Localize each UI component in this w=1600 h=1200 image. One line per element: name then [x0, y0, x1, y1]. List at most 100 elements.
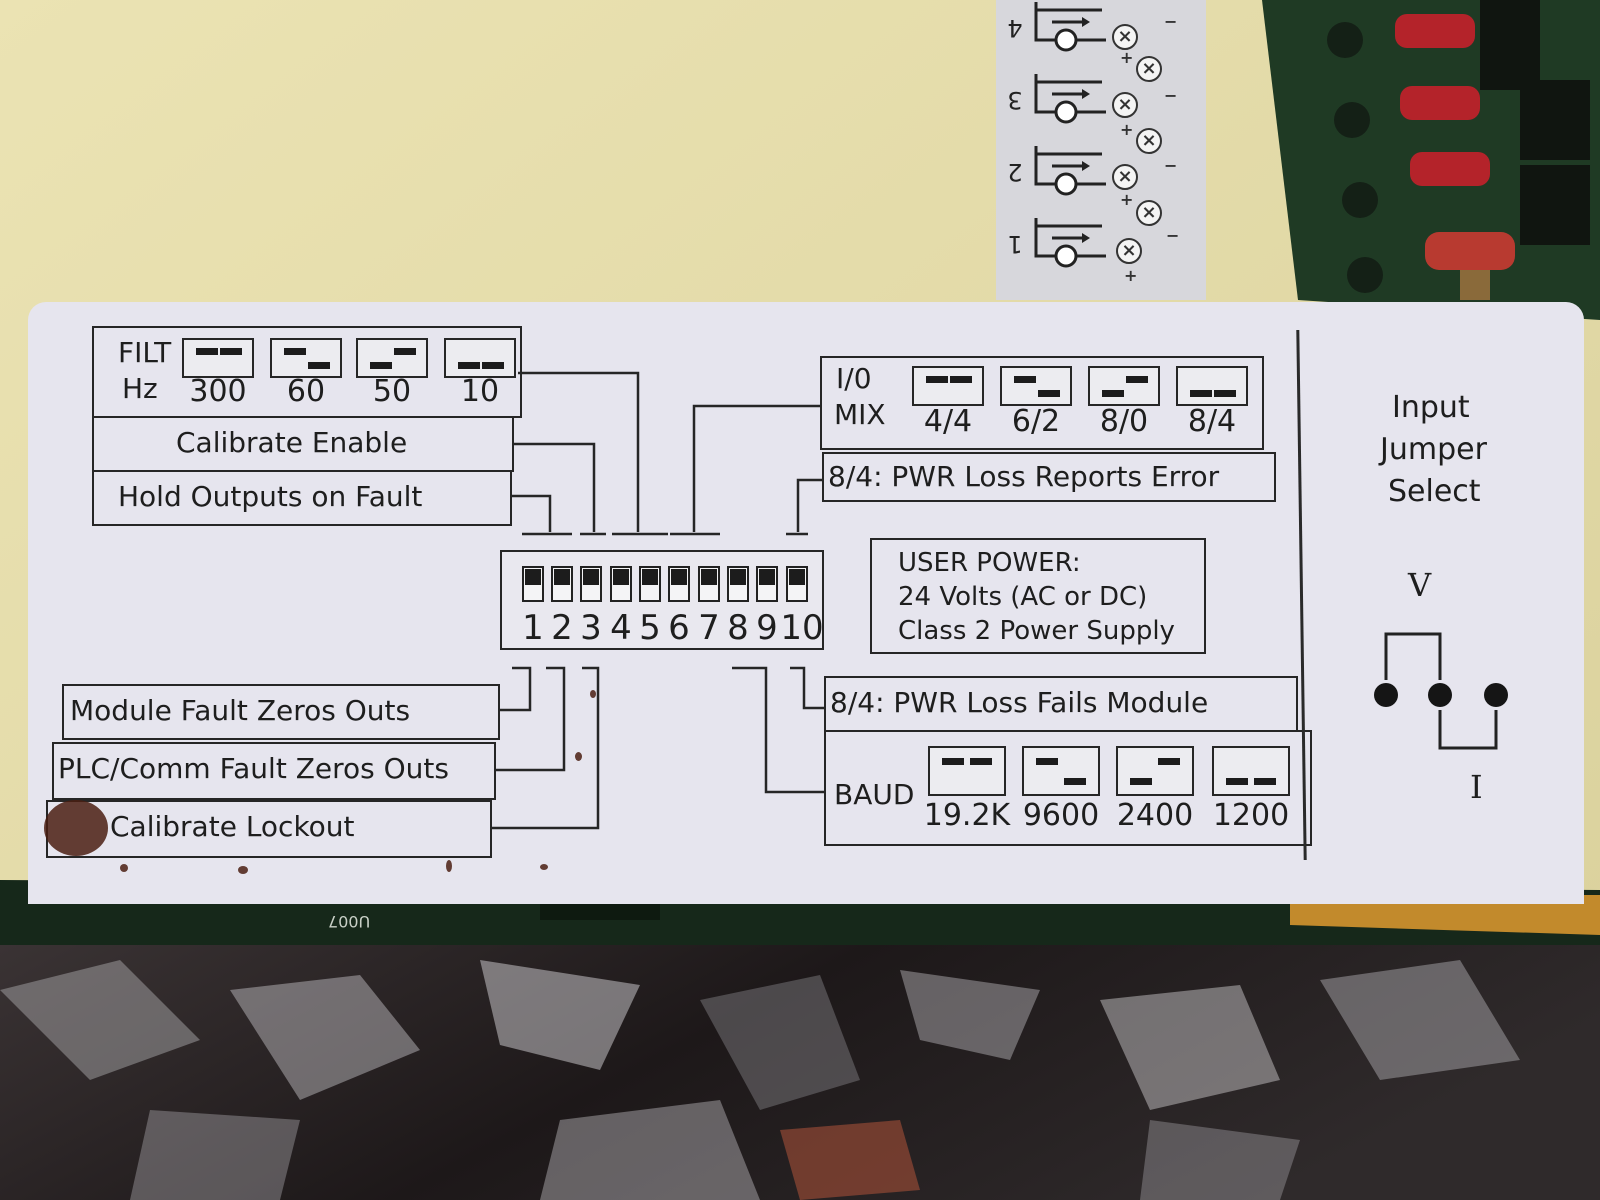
channel-symbol-icon: [1034, 2, 1106, 52]
board-marking: U007: [328, 912, 371, 931]
pwr-loss-fails-box: 8/4: PWR Loss Fails Module: [824, 676, 1298, 732]
plc-comm-fault-box: PLC/Comm Fault Zeros Outs: [52, 742, 496, 800]
channel-1: 1: [1006, 216, 1118, 284]
pwr-loss-reports-label: 8/4: PWR Loss Reports Error: [828, 460, 1220, 493]
stain-mark: [446, 860, 452, 872]
dip-switch-6[interactable]: [668, 566, 690, 602]
io-mix-label: I/0: [836, 362, 872, 395]
channel-3: 3: [1006, 72, 1118, 140]
dip-number: 8: [727, 608, 749, 648]
filter-pattern-both-up-icon: [182, 338, 254, 378]
dip-number: 2: [551, 608, 573, 648]
user-power-box: USER POWER: 24 Volts (AC or DC) Class 2 …: [870, 538, 1206, 654]
hold-outputs-label: Hold Outputs on Fault: [118, 480, 423, 513]
filter-label: FILT: [118, 336, 172, 369]
anti-static-bag: [0, 945, 1600, 1200]
dip-number: 1: [522, 608, 544, 648]
polarity-plus: +: [1124, 266, 1138, 285]
io-mix-group: I/0 MIX 4/4 6/2 8/0 8/4: [820, 356, 1264, 450]
filter-value: 50: [372, 374, 412, 409]
stain-mark: [590, 690, 596, 698]
baud-value: 2400: [1116, 798, 1194, 833]
filter-pattern-left-up-icon: [270, 338, 342, 378]
dip-number: 9: [756, 608, 778, 648]
polarity-minus: −: [1164, 12, 1178, 31]
pwr-loss-reports-box: 8/4: PWR Loss Reports Error: [822, 452, 1276, 502]
user-power-voltage: 24 Volts (AC or DC): [898, 582, 1148, 612]
input-jumper-title: Jumper: [1380, 432, 1487, 467]
channel-2: 2: [1006, 144, 1118, 212]
calibrate-lockout-label: Calibrate Lockout: [110, 810, 355, 843]
io-mix-pattern-right-up-icon: [1088, 366, 1160, 406]
input-jumper-title: Input: [1392, 390, 1470, 425]
polarity-plus: +: [1120, 190, 1134, 209]
dip-number: 6: [668, 608, 690, 648]
dip-switch-1[interactable]: [522, 566, 544, 602]
screw-terminal-icon: ×: [1112, 24, 1138, 50]
dip-switch-10[interactable]: [786, 566, 808, 602]
dip-switch-5[interactable]: [639, 566, 661, 602]
calibrate-lockout-box: Calibrate Lockout: [46, 800, 492, 858]
calibrate-enable-label: Calibrate Enable: [176, 426, 408, 459]
channel-symbol-icon: [1034, 218, 1106, 268]
dip-number: 4: [610, 608, 632, 648]
circuit-board-top: [1262, 0, 1600, 320]
module-fault-label: Module Fault Zeros Outs: [70, 694, 411, 727]
baud-label: BAUD: [834, 778, 915, 811]
stain-mark: [44, 800, 108, 856]
user-power-title: USER POWER:: [898, 548, 1081, 578]
baud-pattern-right-up-icon: [1116, 746, 1194, 796]
polarity-minus: −: [1164, 156, 1178, 175]
terminal-strip: 4 3 2 1 × × × × ×: [996, 0, 1206, 300]
screw-terminal-icon: ×: [1116, 238, 1142, 264]
polarity-plus: +: [1120, 48, 1134, 67]
dip-number: 3: [580, 608, 602, 648]
polarity-plus: +: [1120, 120, 1134, 139]
filter-value: 60: [286, 374, 326, 409]
module-fault-box: Module Fault Zeros Outs: [62, 684, 500, 740]
polarity-minus: −: [1164, 86, 1178, 105]
dip-switch-4[interactable]: [610, 566, 632, 602]
io-mix-sub-label: MIX: [834, 398, 886, 431]
baud-value: 1200: [1212, 798, 1290, 833]
baud-group: BAUD 19.2K 9600 2400 1200: [824, 730, 1312, 846]
current-label: I: [1470, 768, 1483, 806]
dip-switch-2[interactable]: [551, 566, 573, 602]
channel-number: 1: [1007, 230, 1023, 258]
dip-number: 7: [698, 608, 720, 648]
channel-symbol-icon: [1034, 74, 1106, 124]
plc-comm-fault-label: PLC/Comm Fault Zeros Outs: [58, 752, 449, 785]
io-mix-value: 8/4: [1187, 404, 1237, 439]
io-mix-pattern-both-up-icon: [912, 366, 984, 406]
screw-terminal-icon: ×: [1112, 92, 1138, 118]
dip-number: 10: [780, 608, 824, 648]
baud-pattern-both-down-icon: [1212, 746, 1290, 796]
filter-pattern-both-down-icon: [444, 338, 516, 378]
screw-terminal-icon: ×: [1136, 200, 1162, 226]
io-mix-value: 4/4: [923, 404, 973, 439]
dip-switch-8[interactable]: [727, 566, 749, 602]
baud-pattern-left-up-icon: [1022, 746, 1100, 796]
baud-value: 19.2K: [923, 798, 1011, 833]
filter-value: 10: [460, 374, 500, 409]
dip-switch-block: 1 2 3 4 5 6 7 8 9 10: [500, 550, 824, 650]
dip-switch-7[interactable]: [698, 566, 720, 602]
screw-terminal-icon: ×: [1136, 128, 1162, 154]
voltage-label: V: [1408, 566, 1432, 604]
io-mix-value: 8/0: [1099, 404, 1149, 439]
filter-value: 300: [189, 374, 247, 409]
filter-hz-group: FILT Hz 300 60 50 10: [92, 326, 522, 418]
calibrate-enable-box: Calibrate Enable: [92, 416, 514, 472]
screw-terminal-icon: ×: [1136, 56, 1162, 82]
dip-switch-3[interactable]: [580, 566, 602, 602]
stain-mark: [575, 752, 582, 761]
filter-unit-label: Hz: [122, 372, 158, 405]
dip-switch-9[interactable]: [756, 566, 778, 602]
jumper-diagram-icon: [1374, 632, 1508, 750]
stain-mark: [120, 864, 128, 872]
io-mix-value: 6/2: [1011, 404, 1061, 439]
channel-symbol-icon: [1034, 146, 1106, 196]
filter-pattern-right-up-icon: [356, 338, 428, 378]
hold-outputs-box: Hold Outputs on Fault: [92, 470, 512, 526]
stain-mark: [238, 866, 248, 874]
